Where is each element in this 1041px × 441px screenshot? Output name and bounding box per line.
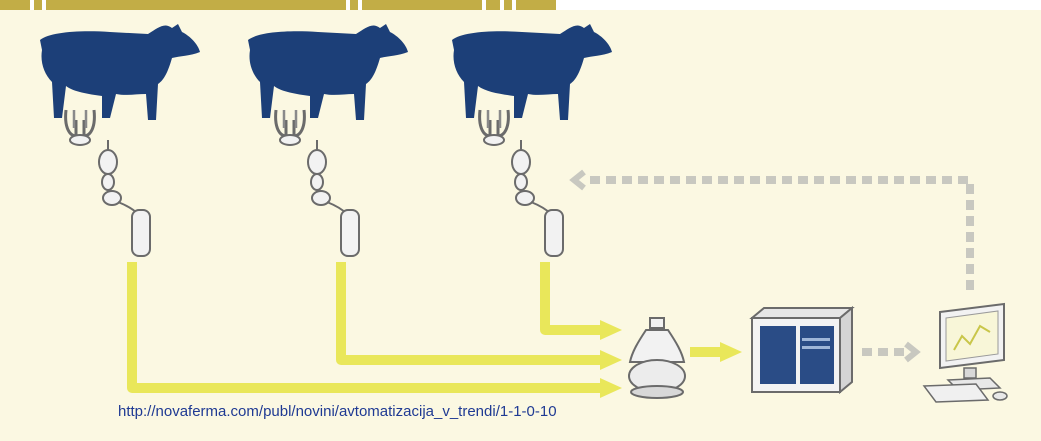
milk-line-cow2 — [336, 262, 602, 365]
milk-receiver-icon — [628, 317, 686, 399]
arrow-cow3 — [600, 320, 622, 340]
feedback-line — [590, 176, 974, 356]
milk-line-cow1 — [127, 262, 602, 393]
feedback-arrow-right — [904, 341, 921, 363]
header-bar — [0, 0, 556, 10]
milk-flow-arrowheads — [600, 320, 742, 398]
source-url-caption: http://novaferma.com/publ/novini/avtomat… — [118, 403, 557, 420]
control-unit-icon — [749, 305, 855, 395]
computer-icon — [922, 302, 1008, 403]
milk-line-cow3 — [540, 262, 602, 335]
milk-flow-lines — [127, 262, 722, 393]
feedback-arrow-left — [569, 169, 586, 191]
feedback-arrowheads — [569, 169, 921, 363]
arrow-cow2 — [600, 350, 622, 370]
arrow-to-control — [720, 342, 742, 362]
arrow-cow1 — [600, 378, 622, 398]
